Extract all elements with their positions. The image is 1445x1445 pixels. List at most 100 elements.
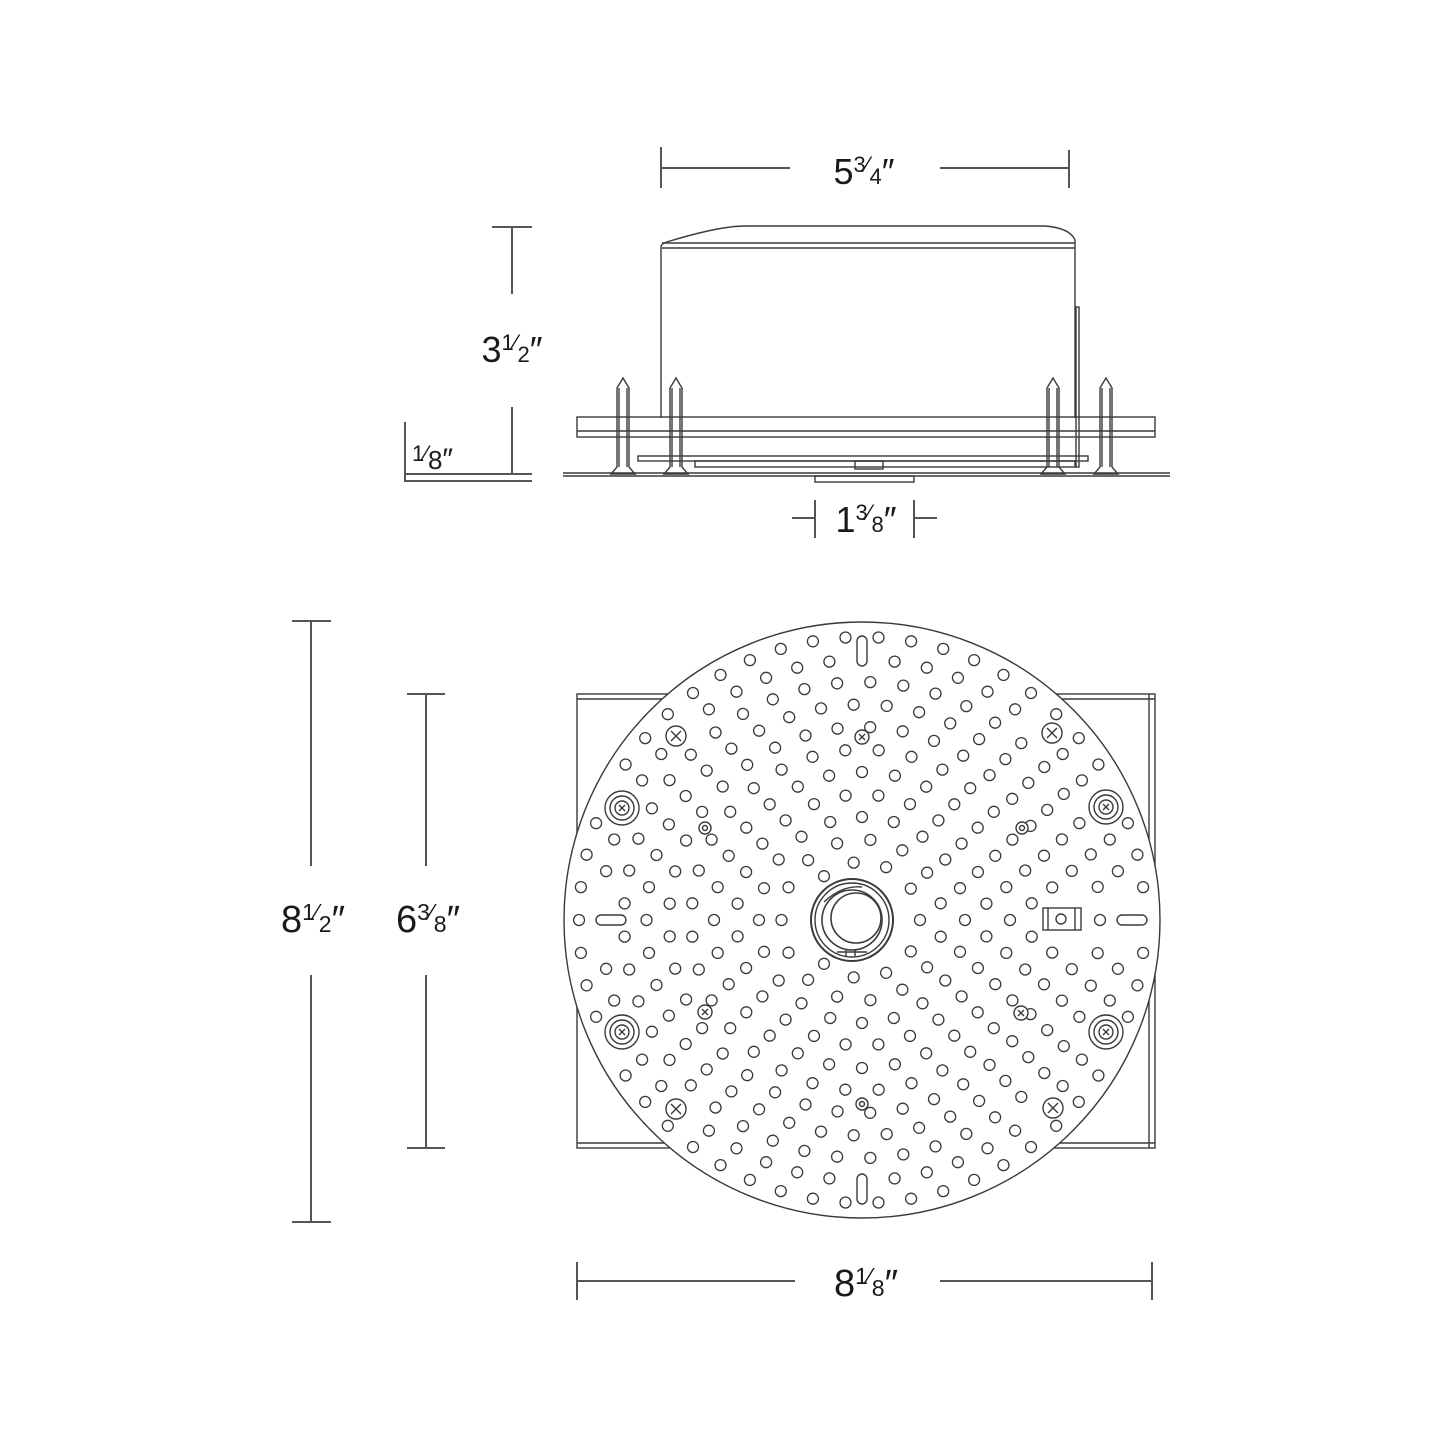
perforation-hole [920, 866, 934, 879]
screw-icon [1013, 1005, 1029, 1021]
perforation-hole [766, 1134, 779, 1147]
perforation-hole [872, 744, 885, 757]
perforation-hole [957, 749, 970, 762]
nail [609, 376, 637, 475]
perforation-hole [716, 1047, 729, 1060]
perforation-hole [779, 1013, 792, 1026]
perforation-hole [774, 642, 787, 656]
perforation-hole [864, 1106, 877, 1119]
perforation-hole [774, 1184, 787, 1198]
slots [595, 635, 1148, 1205]
perforation-hole [655, 747, 668, 761]
perforation-hole [661, 708, 674, 721]
perforation-hole [806, 750, 819, 763]
perforation-hole [1050, 1119, 1063, 1132]
perforation-hole [1072, 1095, 1085, 1109]
perforation-hole [799, 1098, 812, 1111]
perforation-hole [916, 997, 929, 1010]
perforation-hole [635, 774, 649, 787]
perforation-hole [589, 1010, 603, 1023]
perforation-hole [807, 1029, 821, 1043]
perforation-hole [801, 854, 815, 867]
perforation-hole [989, 849, 1002, 862]
perforation-hole [574, 880, 588, 894]
perforation-hole [763, 798, 776, 811]
perforation-hole [1024, 1140, 1038, 1154]
perforation-hole [920, 661, 933, 674]
perforation-hole [896, 983, 909, 996]
perforation-hole [798, 682, 811, 696]
perforation-hole [1057, 787, 1070, 801]
perforation-hole [1046, 946, 1059, 959]
perforation-hole [640, 913, 653, 927]
perforation-hole [872, 1083, 885, 1096]
perforation-hole [731, 897, 744, 910]
perforation-hole [839, 631, 852, 644]
perforation-hole [686, 686, 700, 700]
perforation-hole [757, 945, 771, 958]
perforation-hole [972, 1094, 986, 1108]
rosette-screw-icon [604, 1014, 640, 1050]
perforation-hole [903, 797, 917, 811]
perforation-hole [1006, 994, 1019, 1007]
perforation-hole [707, 913, 721, 927]
perforation-hole [927, 734, 941, 748]
perforation-hole [997, 1158, 1010, 1172]
rosette-screw-icon [1088, 1014, 1124, 1050]
perforation-hole [1073, 1010, 1086, 1023]
perforation-hole [759, 671, 773, 684]
rosette-screw-icon [1088, 789, 1124, 825]
perforation-hole [880, 1127, 893, 1141]
perforation-hole [955, 990, 968, 1003]
perforation-hole [768, 1086, 782, 1099]
perforation-hole [725, 742, 738, 755]
perforation-hole [983, 768, 996, 782]
perforation-hole [759, 1156, 773, 1169]
perforation-hole [736, 1119, 750, 1133]
perforation-hole [920, 1166, 933, 1179]
perforation-hole [855, 765, 869, 779]
perforation-hole [1055, 833, 1069, 846]
housing-can [660, 225, 1076, 418]
perforation-hole [814, 702, 828, 715]
perforation-hole [964, 782, 977, 795]
perforation-hole [905, 750, 918, 763]
perforation-hole [632, 995, 645, 1008]
perforation-hole [839, 789, 852, 802]
perforation-hole [989, 978, 1002, 991]
perforation-hole [736, 707, 750, 721]
perforation-hole [847, 971, 860, 984]
perforation-hole [1072, 731, 1085, 745]
perforation-hole [955, 837, 968, 850]
target-hole-icon [1015, 821, 1029, 835]
perforation-hole [964, 1045, 977, 1058]
perforation-hole [830, 1150, 844, 1163]
perforation-hole [623, 963, 636, 976]
perforation-hole [999, 752, 1012, 766]
perforation-hole [872, 1038, 885, 1051]
perforation-hole [1025, 930, 1038, 943]
perforation-hole [936, 763, 949, 776]
perforation-hole [642, 880, 656, 894]
perforation-hole [709, 726, 722, 739]
perforation-hole [887, 815, 900, 829]
perforation-hole [1025, 897, 1038, 910]
perforation-hole [711, 880, 724, 894]
perforation-hole [1050, 708, 1063, 721]
perforation-hole [864, 675, 877, 689]
perforation-hole [916, 830, 929, 843]
perforation-hole [953, 882, 967, 895]
perforation-hole [951, 1156, 965, 1169]
perforation-hole [662, 818, 676, 831]
perforation-hole [814, 1125, 828, 1138]
perforation-hole [822, 769, 836, 782]
perforation-hole [722, 978, 735, 991]
perforation-hole [1037, 978, 1051, 991]
perforation-hole [716, 780, 729, 793]
perforation-hole [663, 1053, 676, 1067]
perforation-hole [1111, 865, 1125, 878]
perforation-hole [663, 773, 676, 787]
perforation-hole [904, 1192, 918, 1205]
perforation-hole [731, 930, 744, 943]
perforation-hole [806, 1192, 820, 1205]
